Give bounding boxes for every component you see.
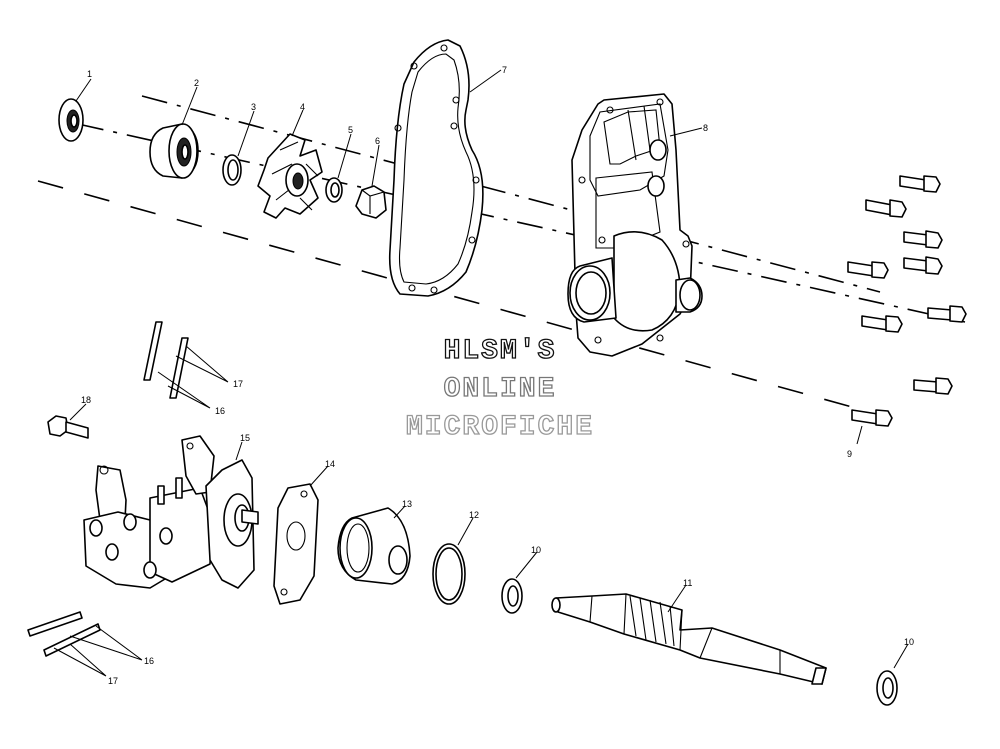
part-thrust-washer-b (876, 670, 898, 706)
callout-5: 5 (348, 125, 353, 135)
callout-18: 18 (81, 395, 91, 405)
callout-10a: 10 (531, 545, 541, 555)
callout-11: 11 (683, 578, 692, 588)
part-pump-cover (567, 93, 703, 357)
callout-9: 9 (847, 449, 852, 459)
part-pins-lower (27, 611, 101, 657)
part-nut (355, 185, 387, 219)
callout-3: 3 (251, 102, 256, 112)
part-impeller (257, 133, 323, 219)
upper-center-line (77, 123, 966, 323)
watermark-line-3: MICROFICHE (405, 411, 595, 443)
bolt-1 (899, 175, 941, 193)
bearing-center-line (141, 95, 881, 293)
watermark-line-1: HLSM'S (443, 335, 557, 367)
bolt-9 (851, 409, 893, 427)
bolt-2 (865, 199, 907, 218)
part-washer-small (325, 177, 343, 203)
part-pump-bolt (47, 415, 89, 439)
callout-4: 4 (300, 102, 305, 112)
part-seal (58, 98, 84, 142)
bolt-8 (913, 377, 953, 395)
bolt-5 (903, 256, 943, 275)
callout-2: 2 (194, 78, 199, 88)
callout-16a: 16 (215, 406, 225, 416)
callout-8: 8 (703, 123, 708, 133)
bolt-3 (903, 230, 943, 249)
callout-7: 7 (502, 65, 507, 75)
callout-15: 15 (240, 433, 250, 443)
part-o-ring-small (222, 154, 242, 186)
callout-13: 13 (402, 499, 412, 509)
part-drive-shaft (551, 593, 827, 685)
callout-6: 6 (375, 136, 380, 146)
bolt-4 (847, 261, 889, 279)
part-cover-gasket (388, 39, 484, 297)
callout-17a: 17 (233, 379, 243, 389)
part-oil-pump (83, 435, 259, 589)
callout-16b: 16 (144, 656, 154, 666)
callout-12: 12 (469, 510, 479, 520)
callout-14: 14 (325, 459, 335, 469)
callout-numbers: 1 2 3 4 5 6 7 8 9 10 10 11 12 13 14 15 1… (81, 65, 914, 686)
part-o-ring-large (432, 543, 466, 605)
watermark-line-2: ONLINE (443, 373, 557, 405)
callout-1: 1 (87, 69, 92, 79)
callout-10b: 10 (904, 637, 914, 647)
part-bolts (847, 175, 967, 427)
callout-17b: 17 (108, 676, 118, 686)
bolt-7 (861, 315, 903, 333)
leader-lines (53, 69, 909, 677)
part-thrust-washer-a (501, 578, 523, 614)
part-drive-cup (337, 507, 411, 585)
part-bearing (149, 123, 199, 179)
bolt-6 (927, 305, 967, 323)
part-pump-gasket (273, 483, 319, 605)
